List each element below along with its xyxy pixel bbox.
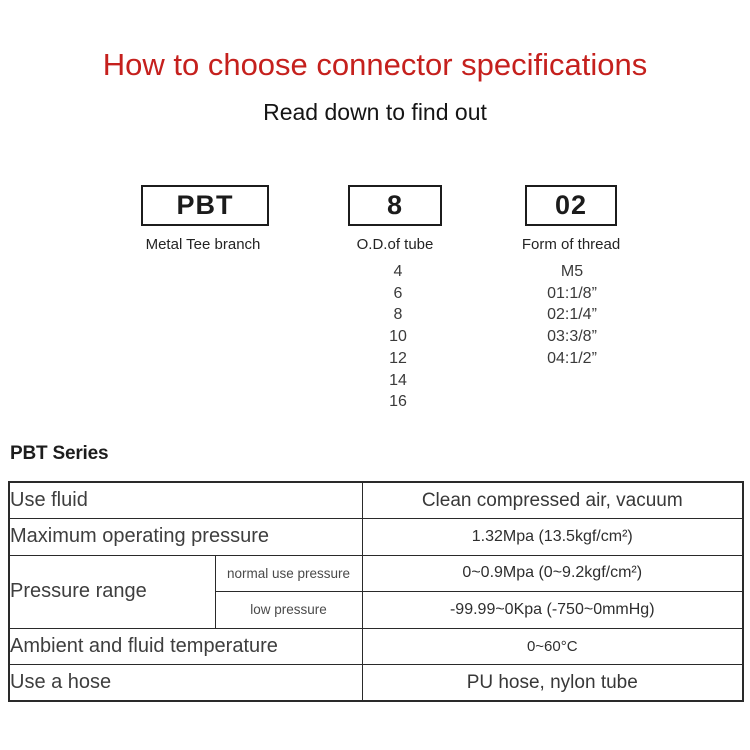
page-subtitle: Read down to find out bbox=[263, 99, 487, 125]
table-row-pressure-normal: Pressure range normal use pressure 0~0.9… bbox=[8, 554, 744, 629]
row-label-hose: Use a hose bbox=[8, 664, 363, 702]
tube-od-option: 6 bbox=[393, 284, 403, 302]
tube-od-options: 4 6 8 10 12 14 16 bbox=[338, 261, 458, 413]
tube-od-option: 16 bbox=[389, 393, 407, 411]
thread-form-option: 02:1/4” bbox=[547, 306, 597, 324]
code-box-series-label: Metal Tee branch bbox=[145, 236, 261, 253]
table-row-hose: Use a hose PU hose, nylon tube bbox=[8, 664, 744, 702]
code-box-tube-od-label: O.D.of tube bbox=[356, 236, 434, 253]
series-heading: PBT Series bbox=[10, 443, 109, 464]
row-value-low-pressure: -99.99~0Kpa (-750~0mmHg) bbox=[361, 591, 744, 629]
row-value-max-pressure: 1.32Mpa (13.5kgf/cm²) bbox=[361, 518, 744, 556]
table-row-use-fluid: Use fluid Clean compressed air, vacuum bbox=[8, 481, 744, 519]
thread-form-option: 01:1/8” bbox=[547, 284, 597, 302]
row-value-normal-pressure: 0~0.9Mpa (0~9.2kgf/cm²) bbox=[361, 554, 744, 592]
row-label-temperature: Ambient and fluid temperature bbox=[8, 627, 363, 665]
row-value-temperature: 0~60°C bbox=[361, 627, 744, 665]
row-label-max-pressure: Maximum operating pressure bbox=[8, 518, 363, 556]
code-box-thread: 02 bbox=[525, 185, 617, 226]
thread-form-option: M5 bbox=[560, 263, 584, 280]
code-box-series-text: PBT bbox=[176, 190, 234, 220]
page-title: How to choose connector specifications bbox=[102, 47, 648, 82]
row-value-use-fluid: Clean compressed air, vacuum bbox=[361, 481, 744, 519]
spec-table: Use fluid Clean compressed air, vacuum M… bbox=[8, 481, 744, 702]
row-sublabel-normal-pressure: normal use pressure bbox=[214, 554, 363, 592]
code-box-thread-label: Form of thread bbox=[521, 236, 621, 253]
row-label-pressure-range: Pressure range bbox=[8, 554, 216, 629]
code-box-series: PBT bbox=[141, 185, 269, 226]
table-row-temperature: Ambient and fluid temperature 0~60°C bbox=[8, 627, 744, 665]
tube-od-option: 8 bbox=[393, 306, 403, 324]
table-row-pressure-low: low pressure -99.99~0Kpa (-750~0mmHg) bbox=[9, 591, 744, 629]
row-sublabel-low-pressure: low pressure bbox=[214, 591, 363, 629]
code-box-tube-od: 8 bbox=[348, 185, 442, 226]
code-box-thread-text: 02 bbox=[554, 190, 588, 220]
tube-od-option: 4 bbox=[393, 263, 403, 280]
row-label-use-fluid: Use fluid bbox=[8, 481, 363, 519]
table-row-max-pressure: Maximum operating pressure 1.32Mpa (13.5… bbox=[8, 518, 744, 556]
row-value-hose: PU hose, nylon tube bbox=[361, 664, 744, 702]
thread-form-option: 03:3/8” bbox=[547, 328, 597, 346]
code-box-tube-od-text: 8 bbox=[386, 190, 404, 220]
thread-form-option: 04:1/2” bbox=[547, 349, 597, 367]
tube-od-option: 12 bbox=[389, 349, 407, 367]
tube-od-option: 10 bbox=[389, 328, 407, 346]
thread-form-options: M5 01:1/8” 02:1/4” 03:3/8” 04:1/2” bbox=[502, 261, 642, 370]
tube-od-option: 14 bbox=[389, 371, 407, 389]
